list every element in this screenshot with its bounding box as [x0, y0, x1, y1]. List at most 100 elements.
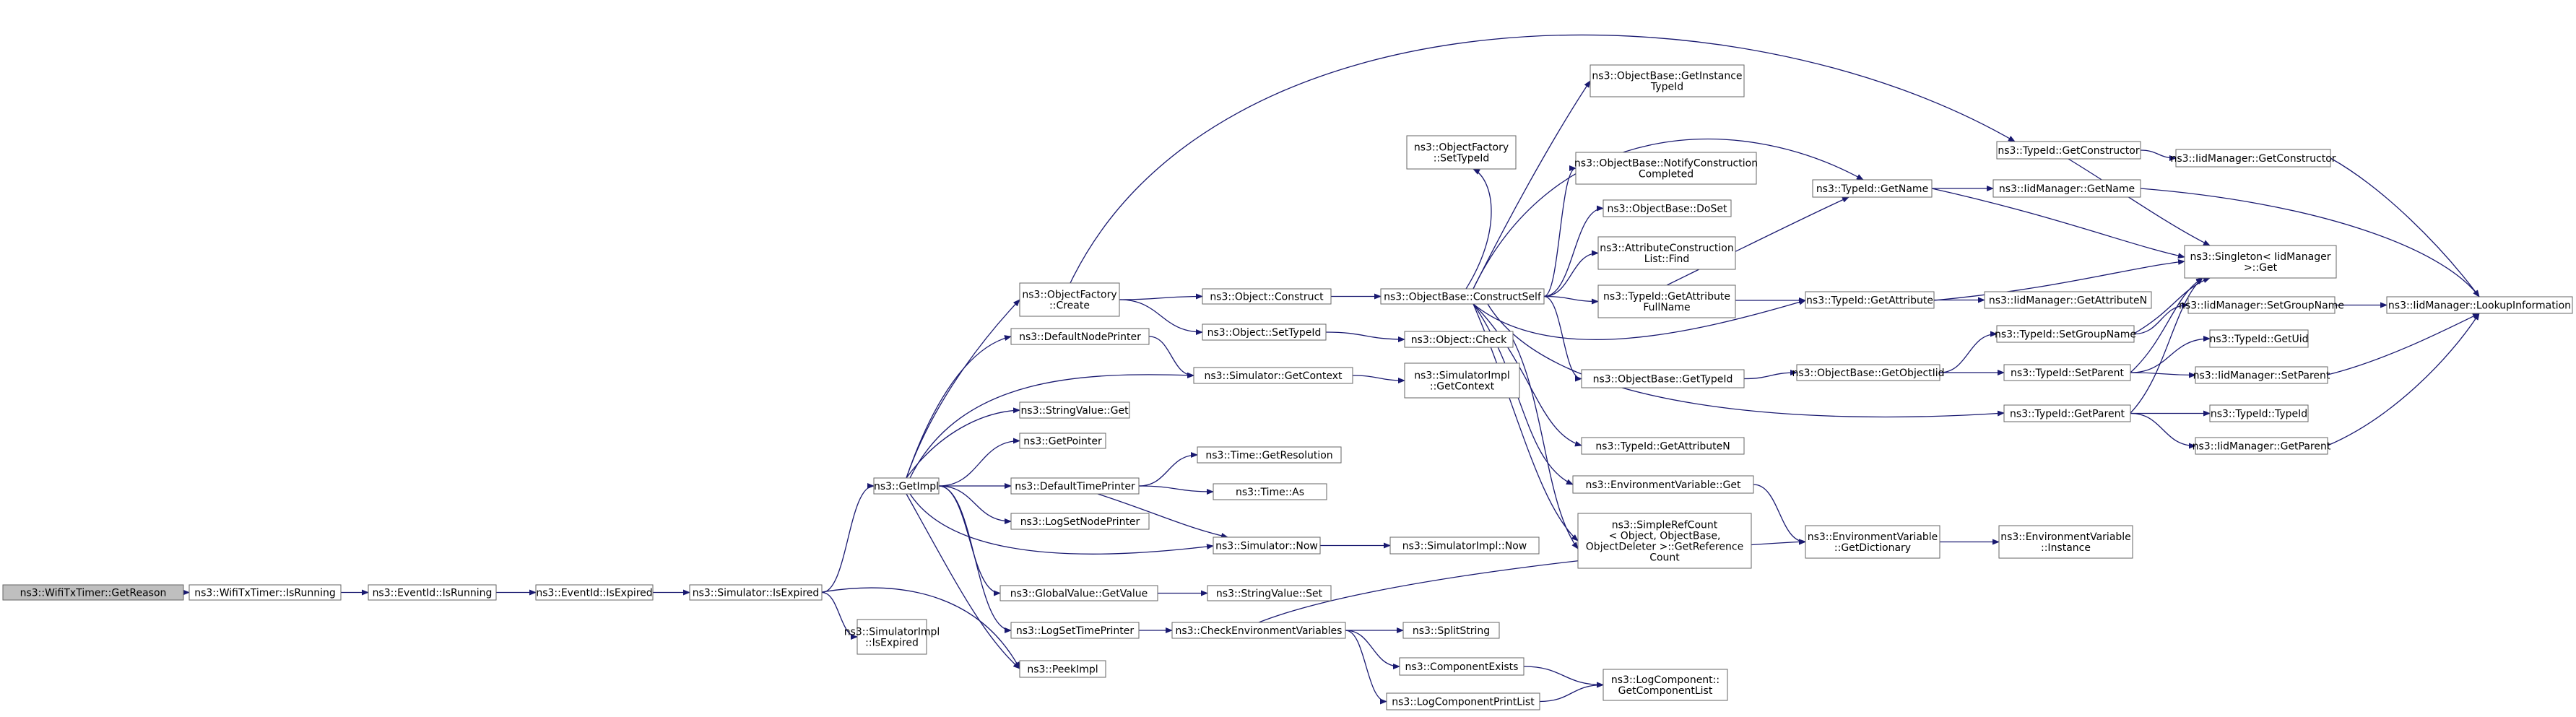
function-node-ns3-iidmanager-getname[interactable]: ns3::IidManager::GetName	[1992, 179, 2141, 198]
call-edge	[821, 483, 875, 594]
function-node-ns3-logcomponent-getcomponentlist[interactable]: ns3::LogComponent::GetComponentList	[1603, 669, 1728, 701]
node-box	[1812, 179, 1933, 198]
function-node-ns3-objectbase-getobjectiid[interactable]: ns3::ObjectBase::GetObjectIid	[1792, 364, 1945, 381]
function-node-ns3-defaultnodeprinter[interactable]: ns3::DefaultNodePrinter	[1010, 328, 1150, 345]
function-node-ns3-typeid-getconstructor[interactable]: ns3::TypeId::GetConstructor	[1996, 141, 2141, 160]
function-node-ns3-object-settypeid[interactable]: ns3::Object::SetTypeId	[1202, 323, 1327, 341]
function-node-ns3-eventid-isrunning[interactable]: ns3::EventId::IsRunning	[368, 584, 497, 601]
node-label: ns3::SplitString	[1413, 625, 1490, 637]
node-box	[1992, 179, 2141, 198]
node-label: ns3::ComponentExists	[1405, 661, 1519, 673]
function-node-ns3-iidmanager-getconstructor[interactable]: ns3::IidManager::GetConstructor	[2170, 149, 2336, 168]
function-node-ns3-getimpl[interactable]: ns3::GetImpl	[873, 477, 940, 495]
node-label: ::GetDictionary	[1834, 542, 1911, 554]
node-box	[1213, 483, 1327, 500]
function-node-ns3-time-getresolution[interactable]: ns3::Time::GetResolution	[1197, 446, 1342, 464]
function-node-ns3-environmentvariable-get[interactable]: ns3::EnvironmentVariable::Get	[1572, 475, 1754, 494]
node-label: ::SetTypeId	[1434, 153, 1490, 165]
function-node-ns3-logsetnodeprinter[interactable]: ns3::LogSetNodePrinter	[1010, 513, 1150, 530]
node-label: ns3::ObjectFactory	[1022, 290, 1116, 301]
function-node-ns3-stringvalue-set[interactable]: ns3::StringValue::Set	[1207, 585, 1332, 601]
function-node-ns3-defaulttimeprinter[interactable]: ns3::DefaultTimePrinter	[1010, 477, 1140, 495]
node-label: ns3::Singleton< IidManager	[2190, 251, 2331, 263]
function-node-ns3-wifitxtimer-isrunning[interactable]: ns3::WifiTxTimer::IsRunning	[188, 584, 342, 601]
function-node-ns3-typeid-getuid[interactable]: ns3::TypeId::GetUid	[2209, 329, 2309, 348]
function-node-ns3-simulator-now[interactable]: ns3::Simulator::Now	[1213, 536, 1321, 555]
function-node-ns3-simulatorimpl-now[interactable]: ns3::SimulatorImpl::Now	[1389, 536, 1540, 555]
node-box	[2209, 404, 2309, 422]
function-node-ns3-logcomponentprintlist[interactable]: ns3::LogComponentPrintList	[1386, 692, 1540, 711]
node-label: ns3::GlobalValue::GetValue	[1010, 588, 1148, 600]
function-node-ns3-typeid-setparent[interactable]: ns3::TypeId::SetParent	[2003, 364, 2131, 381]
function-node-ns3-eventid-isexpired[interactable]: ns3::EventId::IsExpired	[535, 584, 654, 601]
node-box	[1603, 669, 1728, 701]
node-label: ns3::IidManager::GetConstructor	[2170, 153, 2336, 165]
function-node-ns3-wifitxtimer-getreason[interactable]: ns3::WifiTxTimer::GetReason	[2, 584, 184, 601]
function-node-ns3-simulatorimpl-getcontext[interactable]: ns3::SimulatorImpl::GetContext	[1404, 362, 1520, 399]
node-label: FullName	[1643, 302, 1690, 313]
function-node-ns3-simulator-getcontext[interactable]: ns3::Simulator::GetContext	[1193, 367, 1353, 384]
function-node-ns3-splitstring[interactable]: ns3::SplitString	[1402, 622, 1500, 639]
function-node-ns3-objectfactory-settypeid[interactable]: ns3::ObjectFactory::SetTypeId	[1406, 135, 1517, 170]
function-node-ns3-objectbase-constructself[interactable]: ns3::ObjectBase::ConstructSelf	[1380, 288, 1545, 305]
node-label: ns3::TypeId::GetAttribute	[1603, 291, 1730, 303]
function-node-ns3-objectbase-gettypeid[interactable]: ns3::ObjectBase::GetTypeId	[1581, 369, 1745, 388]
node-label: ns3::ObjectBase::GetTypeId	[1593, 374, 1733, 386]
function-node-ns3-iidmanager-getparent[interactable]: ns3::IidManager::GetParent	[2193, 437, 2331, 455]
node-label: ns3::Simulator::Now	[1215, 541, 1318, 552]
node-box	[1984, 291, 2152, 309]
node-label: ns3::LogSetNodePrinter	[1020, 516, 1140, 528]
function-node-ns3-iidmanager-getattributen[interactable]: ns3::IidManager::GetAttributeN	[1984, 291, 2152, 309]
function-node-ns3-typeid-typeid[interactable]: ns3::TypeId::TypeId	[2209, 404, 2309, 422]
function-node-ns3-objectbase-doset[interactable]: ns3::ObjectBase::DoSet	[1603, 199, 1732, 217]
function-node-ns3-time-as[interactable]: ns3::Time::As	[1213, 483, 1327, 500]
node-box	[368, 584, 497, 601]
call-edge	[938, 485, 1001, 596]
node-box	[1213, 536, 1321, 555]
function-node-ns3-environmentvariable-getdictionary[interactable]: ns3::EnvironmentVariable::GetDictionary	[1805, 525, 1940, 559]
call-edge	[1148, 336, 1194, 378]
node-box	[1603, 199, 1732, 217]
function-node-ns3-typeid-getname[interactable]: ns3::TypeId::GetName	[1812, 179, 1933, 198]
node-label: ns3::EnvironmentVariable::Get	[1586, 479, 1741, 491]
function-node-ns3-environmentvariable-instance[interactable]: ns3::EnvironmentVariable::Instance	[1998, 525, 2133, 559]
node-label: ns3::EventId::IsRunning	[373, 588, 493, 599]
function-node-ns3-typeid-setgroupname[interactable]: ns3::TypeId::SetGroupName	[1995, 325, 2136, 343]
function-node-ns3-object-construct[interactable]: ns3::Object::Construct	[1202, 288, 1332, 305]
function-node-ns3-getpointer[interactable]: ns3::GetPointer	[1019, 433, 1106, 449]
node-box	[1202, 323, 1327, 341]
node-box	[1404, 362, 1520, 399]
node-box	[1010, 622, 1140, 639]
function-node-ns3-iidmanager-setparent[interactable]: ns3::IidManager::SetParent	[2193, 366, 2330, 384]
call-edge	[938, 485, 1012, 633]
function-node-ns3-object-check[interactable]: ns3::Object::Check	[1404, 331, 1514, 348]
function-node-ns3-peekimpl[interactable]: ns3::PeekImpl	[1019, 660, 1106, 678]
node-label: >::Get	[2244, 262, 2278, 274]
node-label: ns3::Time::GetResolution	[1205, 450, 1332, 461]
node-box	[1998, 525, 2133, 559]
function-node-ns3-stringvalue-get[interactable]: ns3::StringValue::Get	[1019, 401, 1130, 419]
function-node-ns3-simplerefcount-object-objectbase-objectdeleter-getreference-count[interactable]: ns3::SimpleRefCount< Object, ObjectBase,…	[1577, 513, 1752, 569]
function-node-ns3-globalvalue-getvalue[interactable]: ns3::GlobalValue::GetValue	[999, 585, 1158, 601]
function-node-ns3-singleton-iidmanager-get[interactable]: ns3::Singleton< IidManager>::Get	[2184, 245, 2337, 279]
function-node-ns3-typeid-getattribute[interactable]: ns3::TypeId::GetAttribute	[1805, 291, 1935, 309]
call-edge	[938, 485, 1012, 524]
function-node-ns3-typeid-getattributen[interactable]: ns3::TypeId::GetAttributeN	[1581, 437, 1745, 455]
function-node-ns3-objectbase-notifyconstruction-completed[interactable]: ns3::ObjectBase::NotifyConstructionCompl…	[1574, 152, 1758, 185]
function-node-ns3-componentexists[interactable]: ns3::ComponentExists	[1399, 657, 1525, 676]
node-box	[188, 584, 342, 601]
function-node-ns3-simulatorimpl-isexpired[interactable]: ns3::SimulatorImpl::IsExpired	[844, 619, 940, 655]
call-edge	[1465, 168, 1492, 290]
function-node-ns3-logsettimeprinter[interactable]: ns3::LogSetTimePrinter	[1010, 622, 1140, 639]
function-node-ns3-simulator-isexpired[interactable]: ns3::Simulator::IsExpired	[689, 584, 823, 601]
node-label: ns3::CheckEnvironmentVariables	[1176, 625, 1343, 637]
function-node-ns3-checkenvironmentvariables[interactable]: ns3::CheckEnvironmentVariables	[1171, 622, 1346, 639]
function-node-ns3-objectfactory-create[interactable]: ns3::ObjectFactory::Create	[1019, 282, 1120, 317]
function-node-ns3-iidmanager-setgroupname[interactable]: ns3::IidManager::SetGroupName	[2179, 296, 2344, 314]
function-node-ns3-iidmanager-lookupinformation[interactable]: ns3::IidManager::LookupInformation	[2386, 296, 2573, 314]
node-label: ns3::EnvironmentVariable	[2000, 531, 2131, 543]
function-node-ns3-typeid-getparent[interactable]: ns3::TypeId::GetParent	[2003, 404, 2131, 422]
